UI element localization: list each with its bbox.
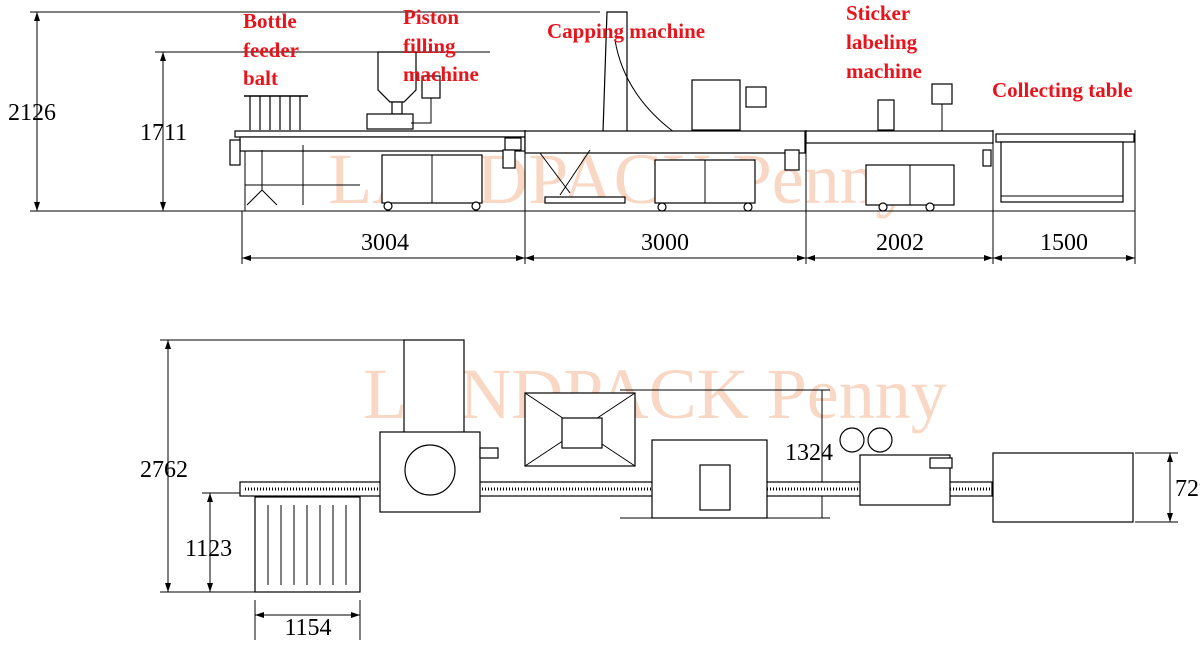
collecting-table-top-drawing bbox=[992, 452, 1134, 523]
bottle-feeder-drawing bbox=[229, 95, 526, 211]
dim-label-feeder-width: 1154 bbox=[284, 615, 331, 641]
labeling-machine-drawing bbox=[805, 83, 994, 212]
label-collecting-table: Collecting table bbox=[992, 78, 1133, 102]
dim-label-labeling-length: 2002 bbox=[876, 230, 924, 256]
dim-label-total-height: 2126 bbox=[8, 100, 56, 126]
label-capping-machine: Capping machine bbox=[547, 19, 705, 43]
dim-label-capping-length: 3000 bbox=[641, 230, 689, 256]
label-piston-filling-line1: Piston bbox=[403, 5, 459, 29]
dimension-feeder-depth bbox=[207, 493, 213, 592]
dimension-feeder-width bbox=[254, 600, 361, 640]
collecting-table-drawing bbox=[995, 133, 1135, 203]
labeler-top-drawing bbox=[839, 427, 953, 506]
dim-label-conveyor-height: 1711 bbox=[140, 120, 187, 146]
dimension-total-depth bbox=[165, 340, 171, 592]
label-sticker-labeling-line3: machine bbox=[846, 59, 922, 83]
feeder-top-drawing bbox=[254, 496, 361, 593]
label-sticker-labeling-line1: Sticker bbox=[846, 1, 910, 25]
label-bottle-feeder-line1: Bottle bbox=[243, 9, 297, 33]
top-view: 2762 1123 1154 1324 729 bbox=[140, 339, 1200, 641]
capping-machine-drawing bbox=[524, 11, 806, 212]
dim-label-table-depth: 729 bbox=[1175, 476, 1200, 502]
label-bottle-feeder-line3: balt bbox=[243, 66, 278, 90]
side-view: Bottle feeder balt Piston filling machin… bbox=[8, 1, 1136, 264]
capping-top-drawing bbox=[524, 392, 768, 519]
dimension-conveyor-height bbox=[160, 52, 166, 211]
label-sticker-labeling-line2: labeling bbox=[846, 30, 918, 54]
dimension-table-depth bbox=[1135, 452, 1178, 523]
dim-label-capping-depth: 1324 bbox=[785, 440, 833, 466]
dim-label-feeder-length: 3004 bbox=[361, 230, 409, 256]
dimension-total-height bbox=[34, 12, 40, 211]
dim-label-table-length: 1500 bbox=[1040, 230, 1088, 256]
dim-label-total-depth: 2762 bbox=[140, 457, 188, 483]
label-bottle-feeder-line2: feeder bbox=[243, 38, 299, 62]
piston-filler-drawing bbox=[366, 51, 522, 211]
filler-top-drawing bbox=[379, 339, 499, 513]
dim-label-feeder-depth: 1123 bbox=[185, 536, 232, 562]
label-piston-filling-line3: machine bbox=[403, 62, 479, 86]
label-piston-filling-line2: filling bbox=[403, 34, 456, 58]
